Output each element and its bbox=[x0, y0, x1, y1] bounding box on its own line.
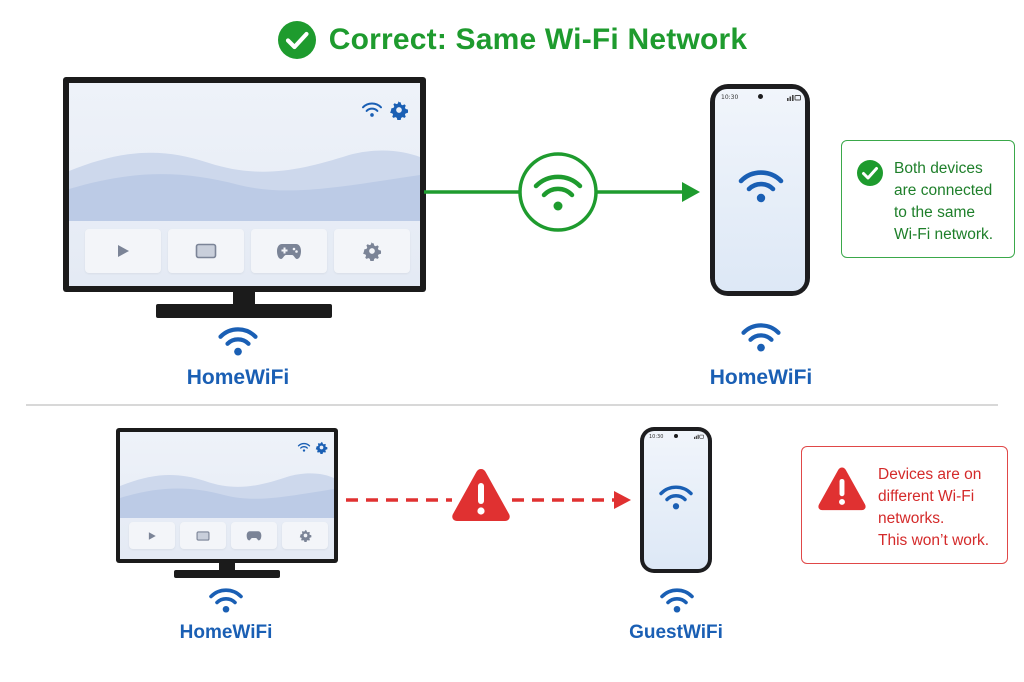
check-circle-icon bbox=[857, 160, 883, 186]
tv-network-label: HomeWiFi bbox=[186, 366, 290, 389]
tv-wallpaper-waves bbox=[120, 473, 334, 518]
gear-icon bbox=[363, 242, 382, 261]
tv-tile-screen bbox=[180, 522, 226, 549]
tv-wallpaper-waves bbox=[69, 150, 420, 221]
phone-status-icons bbox=[694, 434, 704, 439]
page-title: Correct: Same Wi-Fi Network bbox=[328, 23, 748, 56]
success-info-box: Both devices are connected to the same W… bbox=[841, 140, 1015, 258]
gamepad-icon bbox=[246, 531, 262, 541]
tv-tile-settings bbox=[282, 522, 328, 549]
tv-tile-games bbox=[251, 229, 327, 273]
wifi-icon bbox=[218, 327, 258, 356]
tv-large-neck bbox=[233, 292, 255, 304]
failed-connection-arrow bbox=[346, 491, 631, 509]
check-circle-icon bbox=[277, 21, 316, 59]
tv-screen bbox=[120, 432, 334, 559]
wifi-icon bbox=[741, 323, 781, 352]
gear-icon bbox=[299, 529, 311, 542]
wifi-status-icon bbox=[362, 102, 382, 117]
section-divider bbox=[26, 404, 998, 406]
tv-tile-play bbox=[85, 229, 161, 273]
screen-icon bbox=[195, 243, 217, 259]
tv-tile-play bbox=[129, 522, 175, 549]
header: Correct: Same Wi-Fi Network bbox=[0, 14, 1024, 66]
phone-screen: 10:30 bbox=[644, 431, 708, 569]
wifi-icon bbox=[660, 588, 694, 613]
tv-large bbox=[63, 77, 426, 292]
message-line: Both devices bbox=[894, 160, 983, 177]
phone-screen: 10:30 bbox=[715, 89, 805, 291]
tv-tile-screen bbox=[168, 229, 244, 273]
wifi-icon bbox=[659, 485, 693, 510]
phone-network-label: GuestWiFi bbox=[629, 622, 723, 643]
phone-camera bbox=[758, 94, 763, 99]
tv-small bbox=[116, 428, 338, 563]
phone-camera bbox=[674, 434, 678, 438]
message-line: are connected bbox=[894, 182, 993, 199]
message-line: Wi-Fi network. bbox=[894, 226, 994, 243]
error-message: Devices are on different Wi-Fi networks.… bbox=[878, 464, 989, 552]
warning-icon bbox=[818, 467, 866, 511]
message-line: networks. bbox=[878, 510, 945, 527]
gamepad-icon bbox=[277, 244, 301, 259]
message-line: This won’t work. bbox=[878, 532, 990, 549]
warning-icon bbox=[452, 469, 510, 521]
message-line: Devices are on bbox=[878, 466, 982, 483]
play-icon bbox=[118, 245, 129, 257]
phone-network-label: HomeWiFi bbox=[709, 366, 813, 389]
phone-status-icons bbox=[787, 95, 801, 101]
tv-small-neck bbox=[219, 563, 235, 570]
tv-small-stand bbox=[174, 570, 280, 578]
phone-clock: 10:30 bbox=[721, 94, 739, 101]
phone-small: 10:30 bbox=[640, 427, 712, 573]
phone-clock: 10:30 bbox=[649, 434, 664, 440]
error-info-box: Devices are on different Wi-Fi networks.… bbox=[801, 446, 1008, 564]
settings-gear-icon bbox=[390, 101, 409, 120]
connection-arrow bbox=[424, 152, 700, 232]
message-line: to the same bbox=[894, 204, 975, 221]
play-icon bbox=[148, 531, 156, 540]
success-message: Both devices are connected to the same W… bbox=[894, 158, 993, 246]
wifi-status-icon bbox=[297, 442, 311, 452]
wifi-icon bbox=[738, 170, 784, 203]
tv-network-label: HomeWiFi bbox=[179, 622, 273, 643]
tv-tile-games bbox=[231, 522, 277, 549]
tv-large-stand bbox=[156, 304, 332, 318]
screen-icon bbox=[196, 530, 210, 541]
tv-screen bbox=[69, 83, 420, 286]
tv-tile-settings bbox=[334, 229, 410, 273]
message-line: different Wi-Fi bbox=[878, 488, 975, 505]
phone-large: 10:30 bbox=[710, 84, 810, 296]
wifi-icon bbox=[209, 588, 243, 613]
settings-gear-icon bbox=[315, 441, 328, 454]
